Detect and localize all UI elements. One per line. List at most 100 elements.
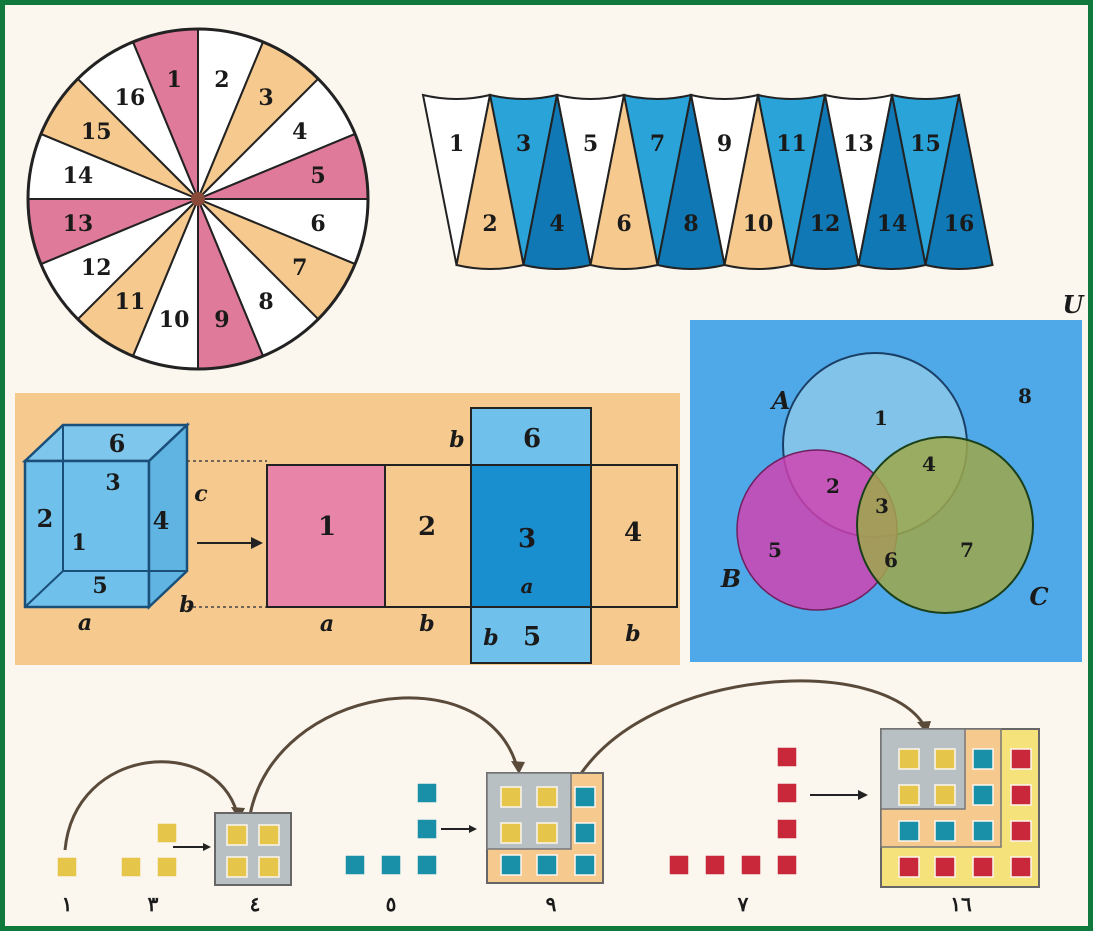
- net-dimension-label: b: [625, 621, 640, 647]
- net-face-label: 3: [518, 524, 536, 554]
- strip-sector-label: 7: [650, 131, 665, 157]
- net-dimension-label: a: [320, 611, 334, 637]
- net-dimension-label: b: [419, 611, 434, 637]
- square-number-label: ٤: [250, 892, 261, 916]
- curved-arrow: [65, 762, 237, 850]
- wheel-sector-label: 3: [258, 85, 273, 111]
- unit-tile: [1011, 749, 1031, 769]
- unit-tile: [501, 823, 521, 843]
- unit-tile: [973, 821, 993, 841]
- wheel-sector-label: 6: [310, 211, 325, 237]
- cube-face-label: 3: [105, 470, 120, 496]
- square-number-label: ٥: [386, 892, 397, 916]
- wheel-center: [191, 192, 205, 206]
- square-number-label: ٣: [148, 892, 159, 916]
- venn-region-label: 4: [922, 452, 936, 476]
- venn-set-c: [857, 437, 1033, 613]
- unit-tile: [157, 857, 177, 877]
- wheel-sector-label: 11: [115, 289, 146, 315]
- cube-face-label: 4: [153, 506, 170, 535]
- strip-sector-label: 13: [843, 131, 874, 157]
- dimension-label-a: a: [78, 610, 92, 636]
- cube-face-label: 6: [109, 429, 126, 458]
- unit-tile: [157, 823, 177, 843]
- strip-sector-label: 4: [549, 211, 564, 237]
- unit-tile: [1011, 857, 1031, 877]
- cube-front-face: [25, 461, 149, 607]
- net-face-label: 5: [523, 622, 541, 652]
- net-face-label: 1: [318, 512, 336, 542]
- wheel-sector-label: 14: [63, 163, 94, 189]
- square-number-label: ٧: [737, 892, 749, 916]
- curved-arrow: [250, 698, 517, 815]
- unit-tile: [501, 855, 521, 875]
- unit-tile: [935, 857, 955, 877]
- unit-tile: [899, 785, 919, 805]
- cube-face-label: 5: [92, 573, 107, 599]
- strip-sector-label: 3: [516, 131, 531, 157]
- wheel-sector-label: 13: [63, 211, 94, 237]
- arrowhead: [203, 843, 211, 851]
- unit-tile: [501, 787, 521, 807]
- venn-region-label: 2: [826, 474, 840, 498]
- venn-region-label: 5: [768, 538, 782, 562]
- strip-sector-label: 9: [717, 131, 732, 157]
- wheel-sector-label: 7: [292, 255, 307, 281]
- unit-tile: [669, 855, 689, 875]
- venn-set-label: A: [770, 386, 791, 415]
- wheel-sector-label: 2: [214, 67, 229, 93]
- unit-tile: [537, 855, 557, 875]
- unit-tile: [345, 855, 365, 875]
- unit-tile: [935, 785, 955, 805]
- strip-sector-label: 2: [482, 211, 497, 237]
- unit-tile: [259, 825, 279, 845]
- arrowhead: [858, 790, 868, 800]
- venn-region-label: 7: [960, 538, 974, 562]
- unit-tile: [227, 857, 247, 877]
- strip-sector-label: 15: [910, 131, 941, 157]
- venn-set-label: B: [720, 564, 741, 593]
- square-number-label: ١٦: [950, 892, 972, 916]
- inner-square-4: [487, 773, 571, 849]
- venn-region-label: 6: [884, 548, 898, 572]
- net-dimension-label: b: [483, 625, 498, 651]
- unit-tile: [777, 783, 797, 803]
- wheel-sector-label: 5: [310, 163, 325, 189]
- unit-tile: [741, 855, 761, 875]
- unit-tile: [381, 855, 401, 875]
- unit-tile: [705, 855, 725, 875]
- strip-sector-label: 5: [583, 131, 598, 157]
- curved-arrow: [580, 681, 925, 775]
- strip-sector-label: 14: [877, 211, 908, 237]
- cube-face-label: 1: [71, 530, 86, 556]
- square-number-label: ١: [62, 892, 73, 916]
- venn-region-label: 3: [875, 494, 889, 518]
- unit-tile: [777, 855, 797, 875]
- net-dimension-label: a: [521, 574, 534, 598]
- venn-region-label: 1: [874, 406, 888, 430]
- unit-tile: [777, 819, 797, 839]
- unit-tile: [899, 821, 919, 841]
- dimension-label-c: c: [194, 481, 208, 507]
- venn-region-label: 8: [1018, 384, 1032, 408]
- unit-tile: [935, 821, 955, 841]
- square-numbers-diagram: ١ ٣ ٤ ٥ ٩ ٧ ١٦: [57, 681, 1039, 916]
- unit-tile: [973, 749, 993, 769]
- unit-tile: [417, 819, 437, 839]
- wheel-sector-label: 1: [166, 67, 181, 93]
- net-face-label: 6: [523, 424, 541, 454]
- unit-tile: [121, 857, 141, 877]
- strip-sector-label: 1: [449, 131, 464, 157]
- net-dimension-label: b: [449, 427, 464, 453]
- venn-diagram: U A B C 1 2 3 4 5 6 7 8: [690, 290, 1086, 662]
- strip-sector-label: 6: [616, 211, 631, 237]
- wheel-sector-label: 12: [81, 255, 112, 281]
- strip-sector-label: 11: [776, 131, 807, 157]
- strip-sector-label: 16: [944, 211, 975, 237]
- square-number-label: ٩: [546, 892, 557, 916]
- net-face-label: 4: [624, 518, 642, 548]
- dimension-label-b: b: [179, 592, 194, 618]
